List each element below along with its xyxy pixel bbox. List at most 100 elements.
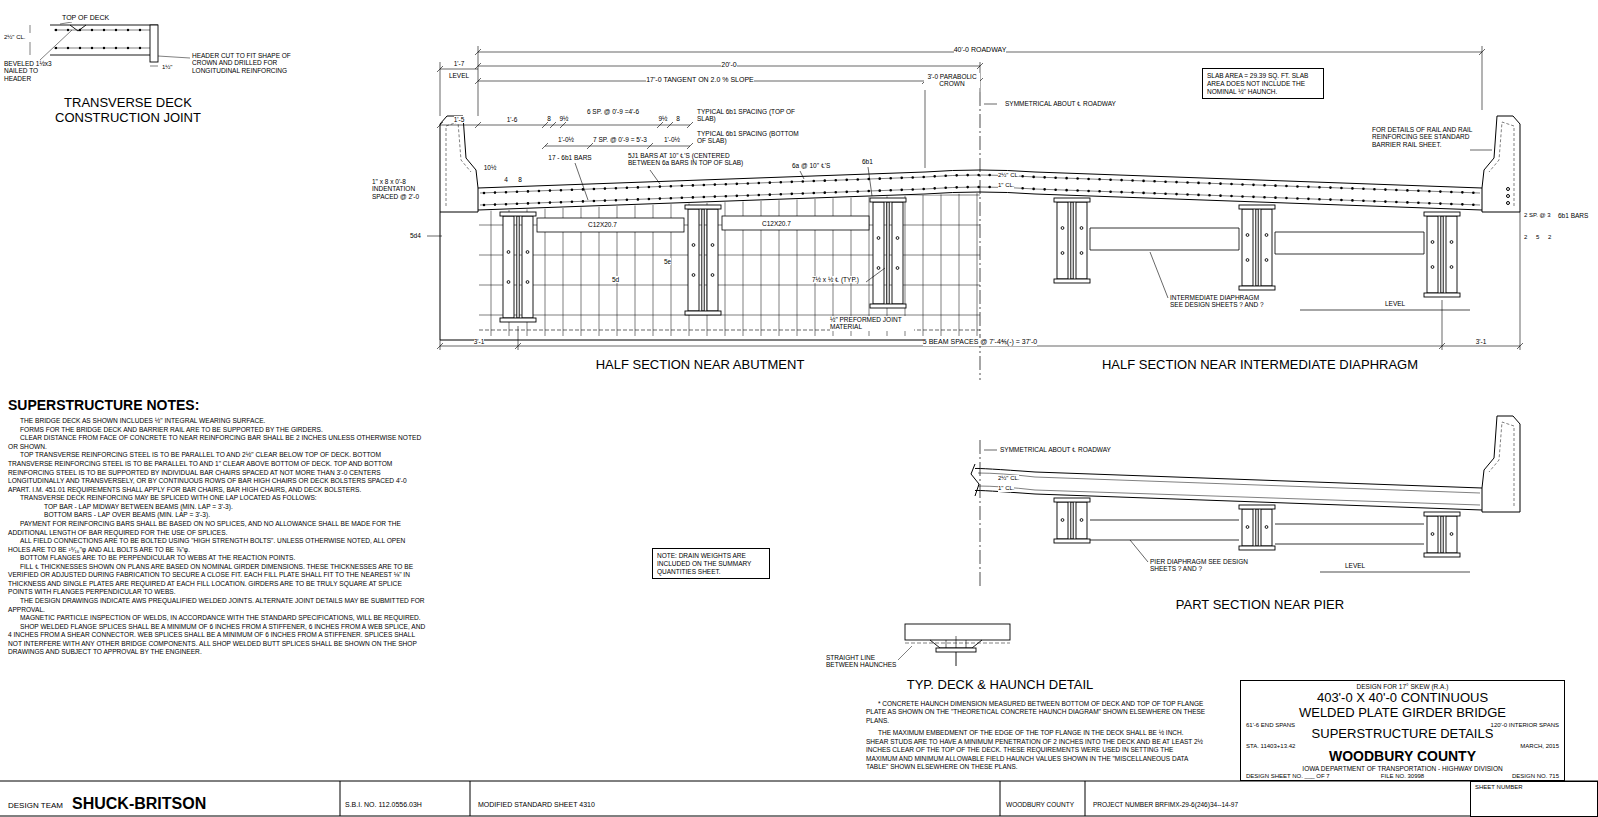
title-block-text: STA. 11403+13.42 [1246,743,1295,750]
drawing-label: 5 [1536,234,1539,241]
view-title: TYP. DECK & HAUNCH DETAIL [907,678,1094,693]
sheet-border-text: WOODBURY COUNTY [1006,801,1074,808]
drawing-label: 9½ [559,115,568,122]
box-text: SHEET NUMBER [1475,784,1593,791]
drawing-label: 20'-0 [721,61,736,69]
drawing-label: SYMMETRICAL ABOUT ℄ ROADWAY [1005,100,1116,107]
drawing-label: 3'-1 [1476,338,1487,345]
drawing-label: BEVELED 1½x3 NAILED TO HEADER [4,60,66,82]
drawing-label: LEVEL [449,72,469,79]
title-block-text: 403'-0 X 40'-0 CONTINUOUS [1317,691,1488,705]
note-paragraph: SHOP WELDED FLANGE SPLICES SHALL BE A MI… [8,623,426,657]
title-block-text: SUPERSTRUCTURE DETAILS [1312,727,1494,741]
drawing-label: LEVEL [1345,562,1365,569]
drawing-label: 1'-7 [454,60,465,67]
drawing-label: 5e [664,258,671,265]
note-paragraph: FILL ℄ THICKNESSES SHOWN ON PLANS ARE BA… [8,563,426,597]
note-paragraph: CLEAR DISTANCE FROM FACE OF CONCRETE TO … [8,434,426,451]
drawing-label: TYPICAL 6b1 SPACING (TOP OF SLAB) [697,108,801,123]
drawing-label: ½" PREFORMED JOINT MATERIAL [830,316,914,331]
note-paragraph: THE BRIDGE DECK AS SHOWN INCLUDES ½" INT… [8,417,426,426]
drawing-label: LEVEL [1385,300,1405,307]
drawing-label: 5d4 [410,232,421,239]
title-block-text: WELDED PLATE GIRDER BRIDGE [1299,706,1506,720]
title-block-text: DESIGN SHEET NO. ___ OF 7 [1246,773,1330,780]
view-title: HALF SECTION NEAR INTERMEDIATE DIAPHRAGM [1102,358,1418,373]
drawing-label: 6b1 [862,158,873,165]
box-text: NOTE: DRAIN WEIGHTS ARE INCLUDED ON THE … [657,552,765,575]
haunch-note: * CONCRETE HAUNCH DIMENSION MEASURED BET… [866,700,1206,725]
drawing-label: 2 [1548,234,1551,241]
notes-block: SUPERSTRUCTURE NOTES:THE BRIDGE DECK AS … [8,396,426,657]
note-paragraph: BOTTOM FLANGES ARE TO BE PERPENDICULAR T… [8,554,426,563]
title-block-text: DESIGN FOR 17° SKEW (R.A.) [1357,683,1449,690]
view-title: HALF SECTION NEAR ABUTMENT [596,358,805,373]
drawing-label: 2½" CL. [4,34,25,41]
note-paragraph: FORMS FOR THE BRIDGE DECK AND BARRIER RA… [8,426,426,435]
title-block-text: 120'-0 INTERIOR SPANS [1491,722,1559,729]
drawing-label: TOP OF DECK [62,14,109,22]
drawing-label: 7 SP. @ 0'-9 = 5'-3 [593,136,647,143]
note-paragraph: PAYMENT FOR REINFORCING BARS SHALL BE BA… [8,520,426,537]
drawing-label: 5J1 BARS AT 10" ℄'S (CENTERED BETWEEN 6a… [628,152,760,167]
sheet-number-box: SHEET NUMBER [1470,781,1598,817]
view-title: TRANSVERSE DECK CONSTRUCTION JOINT [33,96,223,126]
title-block-text: IOWA DEPARTMENT OF TRANSPORTATION - HIGH… [1302,765,1502,772]
drawing-label: 7½ x ½ ℄ (TYP.) [812,276,864,283]
title-block-text: FILE NO. 30998 [1381,773,1424,780]
drawing-label: 17 - 6b1 BARS [548,154,591,161]
drawing-label: 6 SP. @ 0'-9 =4'-6 [583,108,643,115]
drawing-label: TYPICAL 6b1 SPACING (BOTTOM OF SLAB) [697,130,801,145]
view-title: PART SECTION NEAR PIER [1176,598,1344,613]
sheet-border-text: PROJECT NUMBER BRFIMX-29-6(246)34--14-97 [1093,801,1238,808]
drawing-label: 1" CL. [998,182,1014,189]
drawing-label: FOR DETAILS OF RAIL AND RAIL REINFORCING… [1372,126,1478,148]
title-block-text: 61'-6 END SPANS [1246,722,1295,729]
drawing-label: 40'-0 ROADWAY [954,46,1007,54]
sheet-border-text: SHUCK-BRITSON [72,795,206,813]
drawing-label: 10½ [484,164,497,171]
drawing-label: PIER DIAPHRAGM SEE DESIGN SHEETS ? AND ? [1150,558,1250,573]
drawing-label: C12X20.7 [762,220,791,227]
drawing-label: 1" x 8 x 0'-8 INDENTATION SPACED @ 2'-0 [372,178,436,200]
drawing-label: 4 [504,176,508,183]
drawing-label: 2 [1524,234,1527,241]
drawing-label: INTERMEDIATE DIAPHRAGM SEE DESIGN SHEETS… [1170,294,1270,309]
drawing-label: 6a @ 10" ℄'S [792,162,830,169]
drawing-label: 1" CL. [998,485,1014,492]
sheet-border-text: DESIGN TEAM [8,801,63,810]
drawing-label: SYMMETRICAL ABOUT ℄ ROADWAY [1000,446,1111,453]
drawing-label: 6b1 BARS [1558,212,1594,219]
haunch-notes-block: * CONCRETE HAUNCH DIMENSION MEASURED BET… [866,700,1206,776]
drawing-label: 2½" CL. [998,475,1019,482]
drawing-label: 3'-1 [474,338,485,345]
note-paragraph: MAGNETIC PARTICLE INSPECTION OF WELDS, I… [8,614,426,623]
drawing-label: 17'-0 TANGENT ON 2.0 % SLOPE [646,76,754,84]
title-block-text: DESIGN NO. 715 [1512,773,1559,780]
title-block-text: MARCH, 2015 [1520,743,1559,750]
note-paragraph: ALL FIELD CONNECTIONS ARE TO BE BOLTED U… [8,537,426,554]
drawing-label: 1½" [162,64,172,71]
drain-note-box: NOTE: DRAIN WEIGHTS ARE INCLUDED ON THE … [652,548,770,579]
drawing-label: 1'-5 [454,116,465,123]
drawing-label: 2½" CL. [998,172,1019,179]
sheet-border-text: MODIFIED STANDARD SHEET 4310 [478,801,595,809]
drawing-label: 9½ [658,115,667,122]
drawing-label: HEADER CUT TO FIT SHAPE OF CROWN AND DRI… [192,52,304,74]
note-paragraph: TRANSVERSE DECK REINFORCING MAY BE SPLIC… [8,494,426,503]
drawing-label: 8 [518,176,522,183]
drawing-label: 1'-0½ [664,136,680,143]
drawing-label: STRAIGHT LINE BETWEEN HAUNCHES [826,654,898,669]
note-paragraph: TOP BAR - LAP MIDWAY BETWEEN BEAMS (MIN.… [32,503,426,512]
slab-area-note-box: SLAB AREA = 29.39 SQ. FT. SLAB AREA DOES… [1202,68,1324,99]
drawing-label: 3'-0 PARABOLIC CROWN [924,73,980,88]
drawing-label: 1'-0½ [558,136,574,143]
drawing-label: 8 [547,115,551,122]
haunch-note: THE MAXIMUM EMBEDMENT OF THE EDGE OF THE… [866,729,1206,771]
note-paragraph: TOP TRANSVERSE REINFORCING STEEL IS TO B… [8,451,426,494]
box-text: SLAB AREA = 29.39 SQ. FT. SLAB AREA DOES… [1207,72,1319,95]
drawing-label: 5 BEAM SPACES @ 7'-4⅘(-) = 37'-0 [923,338,1037,346]
drawing-label: C12X20.7 [588,221,617,228]
title-block-text: WOODBURY COUNTY [1329,749,1476,764]
